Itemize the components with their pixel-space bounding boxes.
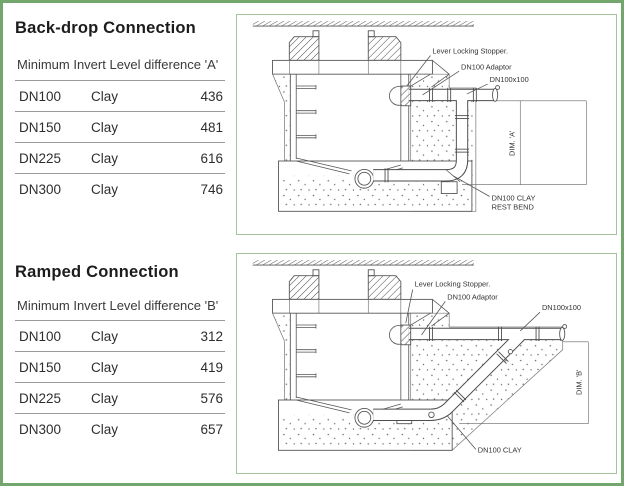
material-cell: Clay <box>91 328 119 344</box>
cover-frame <box>367 269 375 277</box>
stopper-block <box>400 324 412 346</box>
coupling-ring <box>428 411 435 419</box>
material-cell: Clay <box>91 421 119 437</box>
clay-pipe-label: DN100 CLAY <box>478 445 522 454</box>
dn-cell: DN225 <box>19 390 62 406</box>
dimension-a-lines <box>462 100 587 185</box>
adaptor-label: DN100 Adaptor <box>447 292 498 301</box>
dn-cell: DN150 <box>19 359 62 375</box>
table-row: DN100 Clay 436 <box>15 80 225 111</box>
dn-cell: DN300 <box>19 421 62 437</box>
backdrop-title: Back-drop Connection <box>15 19 196 37</box>
backdrop-diagram-panel: DIM. 'A' Lever Locking Stopper. DN100 Ad… <box>236 14 617 235</box>
step-rungs <box>296 85 317 139</box>
adaptor-label: DN100 Adaptor <box>461 62 512 71</box>
value-cell: 576 <box>200 390 223 406</box>
ground-hatch <box>252 260 474 266</box>
pipe-end-cap <box>559 326 566 341</box>
pipe-joints <box>429 326 540 403</box>
lever-locking-stopper-label: Lever Locking Stopper. <box>432 46 508 55</box>
rest-bend-label-line2: REST BEND <box>492 202 534 211</box>
backdrop-subtitle: Minimum Invert Level difference 'A' <box>17 57 219 72</box>
value-cell: 616 <box>200 150 223 166</box>
cover-frame <box>312 30 320 38</box>
table-row: DN150 Clay 419 <box>15 351 225 382</box>
dn-cell: DN300 <box>19 181 62 197</box>
table-row: DN150 Clay 481 <box>15 111 225 142</box>
pipe-end-cap <box>492 87 499 102</box>
dn-cell: DN150 <box>19 119 62 135</box>
material-cell: Clay <box>91 119 119 135</box>
value-cell: 746 <box>200 181 223 197</box>
dn-cell: DN225 <box>19 150 62 166</box>
value-cell: 436 <box>200 88 223 104</box>
cover-block <box>367 36 402 61</box>
table-row: DN225 Clay 616 <box>15 142 225 173</box>
concrete-surround-left <box>272 312 291 401</box>
lever-locking-stopper-label: Lever Locking Stopper. <box>415 280 491 289</box>
dn-cell: DN100 <box>19 88 62 104</box>
backdrop-diagram: DIM. 'A' Lever Locking Stopper. DN100 Ad… <box>252 21 587 212</box>
material-cell: Clay <box>91 150 119 166</box>
ramped-diagram: DIM. 'B' Lever Locking Stopper. DN100 Ad… <box>252 260 589 454</box>
dimension-b-lines <box>459 341 589 424</box>
dn-cell: DN100 <box>19 328 62 344</box>
value-cell: 481 <box>200 119 223 135</box>
value-cell: 657 <box>200 421 223 437</box>
cover-block <box>288 275 320 300</box>
cover-block <box>288 36 320 61</box>
cover-slab <box>272 298 433 314</box>
stopper-handle <box>389 86 402 106</box>
stopper-handle <box>389 325 402 345</box>
table-row: DN225 Clay 576 <box>15 382 225 413</box>
stopper-block <box>400 85 412 107</box>
cover-block <box>367 275 402 300</box>
step-rungs <box>296 324 317 378</box>
material-cell: Clay <box>91 88 119 104</box>
ramped-title: Ramped Connection <box>15 263 179 281</box>
cover-slab <box>272 59 433 75</box>
backdrop-table: DN100 Clay 436 DN150 Clay 481 DN225 Clay… <box>15 80 225 204</box>
ramped-table: DN100 Clay 312 DN150 Clay 419 DN225 Clay… <box>15 320 225 444</box>
material-cell: Clay <box>91 359 119 375</box>
table-row: DN300 Clay 746 <box>15 173 225 204</box>
table-row: DN300 Clay 657 <box>15 413 225 444</box>
ground-hatch <box>252 21 474 27</box>
concrete-surround-left <box>272 73 291 162</box>
material-cell: Clay <box>91 181 119 197</box>
dim-b-label: DIM. 'B' <box>574 369 583 395</box>
coupling-ring <box>507 349 514 355</box>
value-cell: 419 <box>200 359 223 375</box>
table-row: DN100 Clay 312 <box>15 320 225 351</box>
rest-bend-support <box>440 181 458 194</box>
ramped-diagram-panel: DIM. 'B' Lever Locking Stopper. DN100 Ad… <box>236 253 617 474</box>
rest-bend-label-line1: DN100 CLAY <box>492 193 536 202</box>
value-cell: 312 <box>200 328 223 344</box>
dim-a-label: DIM. 'A' <box>507 130 516 156</box>
cover-frame <box>312 269 320 277</box>
junction-label: DN100x100 <box>490 75 529 84</box>
cover-frame <box>367 30 375 38</box>
ramped-subtitle: Minimum Invert Level difference 'B' <box>17 298 219 313</box>
junction-label: DN100x100 <box>542 303 581 312</box>
material-cell: Clay <box>91 390 119 406</box>
